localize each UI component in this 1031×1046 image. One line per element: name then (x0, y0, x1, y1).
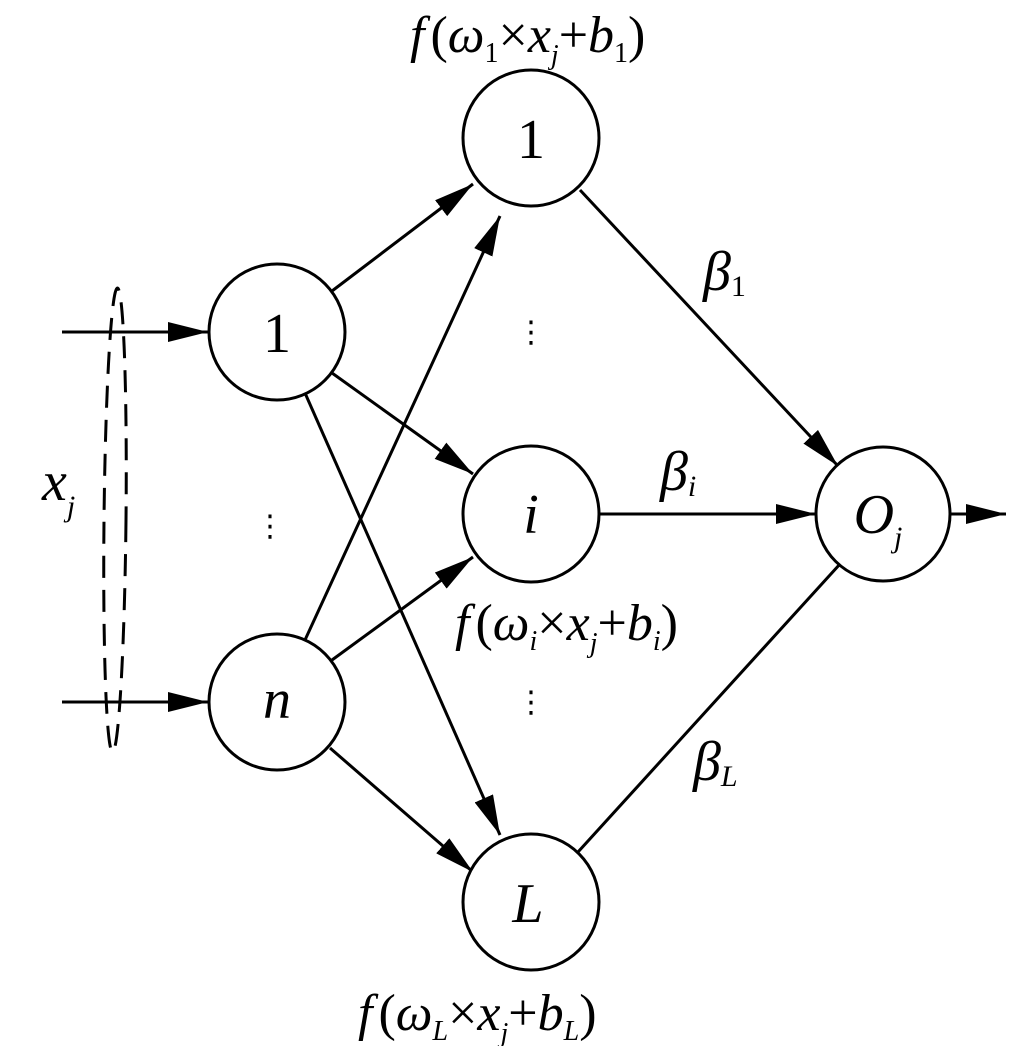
hidden-node-L: L (461, 832, 601, 972)
input-vector-ellipse (102, 286, 128, 754)
edge-inputn-hiddeni (331, 555, 474, 662)
hidden-layer-ellipsis-upper: ⋮ (516, 315, 546, 350)
hidden-node-i-formula: f(ωi×xj+bi) (455, 595, 678, 659)
output-node-label: Oj (854, 484, 903, 554)
input-node-1-label: 1 (263, 303, 291, 365)
input-node-n-label: n (263, 669, 291, 731)
hidden-node-L-formula: f(ωL×xj+bL) (358, 985, 597, 1046)
hidden-node-i-label: i (523, 484, 539, 546)
hidden-node-i: i (461, 444, 601, 584)
hidden-node-1-label: 1 (517, 109, 545, 171)
output-node: Oj (814, 445, 952, 583)
weight-label-beta-1: β1 (702, 241, 746, 303)
input-variable-label: xj (41, 451, 75, 523)
weight-label-beta-L: βL (692, 731, 738, 793)
hidden-node-1-formula: f(ω1×xj+b1) (410, 7, 645, 71)
input-layer-ellipsis: ⋮ (255, 509, 285, 544)
edge-inputn-hidden1 (303, 215, 502, 641)
input-node-1: 1 (207, 262, 347, 402)
edge-hidden1-output (578, 188, 840, 468)
hidden-node-L-label: L (511, 873, 543, 935)
edge-input1-hidden1 (331, 182, 474, 293)
edge-input1-hiddeni (331, 371, 474, 476)
edge-input1-hiddenL (303, 392, 502, 836)
edge-inputn-hiddenL (329, 746, 474, 874)
edge-hiddenL-output (576, 562, 842, 854)
input-node-n: n (207, 632, 347, 772)
weight-label-beta-i: βi (659, 441, 696, 503)
hidden-layer-ellipsis-lower: ⋮ (516, 685, 546, 720)
hidden-node-1: 1 (461, 68, 601, 208)
